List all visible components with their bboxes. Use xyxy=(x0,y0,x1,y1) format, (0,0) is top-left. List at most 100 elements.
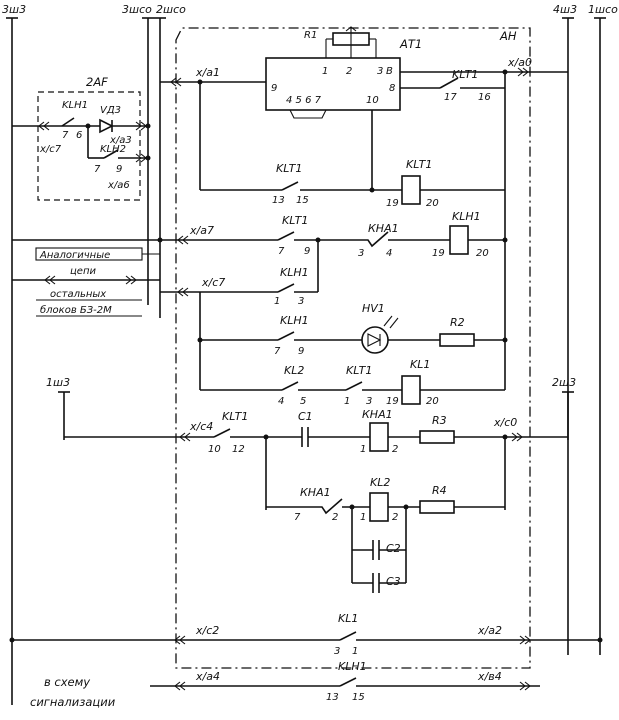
row-a7 xyxy=(12,190,506,390)
term-x-c7: х/с7 xyxy=(201,276,225,289)
analog-text-3: остальных xyxy=(50,289,106,300)
bus-label-1sh3: 1ш3 xyxy=(46,376,70,389)
af-pin9: 9 xyxy=(116,164,122,175)
at1-label: АТ1 xyxy=(399,37,422,51)
hv1-label: HV1 xyxy=(362,302,385,315)
analog-note xyxy=(12,247,160,317)
at1-relay xyxy=(265,26,401,119)
kha1-a-pin1: 3 xyxy=(358,248,364,259)
at1-pin9: 9 xyxy=(271,83,277,94)
row-hv1 xyxy=(200,315,505,354)
bus-label-3shso: 3шсо xyxy=(122,3,152,16)
af-pin7b: 7 xyxy=(94,164,101,175)
at1-pins-4567: 4 5 6 7 xyxy=(286,95,322,106)
c2-label: C2 xyxy=(386,542,401,555)
at1-pin3b: В xyxy=(386,66,393,77)
klt1-coil xyxy=(401,175,421,205)
bus-ticks xyxy=(6,17,606,393)
kl2-coil-pin2: 2 xyxy=(392,512,398,523)
klh1-coil-pin1: 19 xyxy=(432,248,445,259)
klt1-c-pin1: 1 xyxy=(344,396,350,407)
klt1-coil-name: KLT1 xyxy=(406,158,432,171)
top-wiring xyxy=(160,67,568,191)
at1-pin3: 3 xyxy=(377,66,383,77)
c1-label: C1 xyxy=(298,410,313,423)
r2-resistor xyxy=(439,333,475,347)
bus-label-2shso: 2шсо xyxy=(156,3,186,16)
kha1-coil-pin2: 2 xyxy=(392,444,398,455)
bus-label-1shso: 1шсо xyxy=(588,3,618,16)
klh1-b-pin1: 7 xyxy=(274,346,281,357)
kl1-coil-pin1: 19 xyxy=(386,396,399,407)
term-x-a1: х/а1 xyxy=(195,66,220,79)
af-vd3-label: VД3 xyxy=(100,105,121,116)
klh1-a-name: KLH1 xyxy=(280,266,309,279)
klh1-c-pin1: 13 xyxy=(326,692,339,703)
klt1-d-pin1: 10 xyxy=(208,444,221,455)
vd3-diode xyxy=(99,118,114,134)
kl1-coil xyxy=(401,375,421,405)
term-x-a2: х/а2 xyxy=(477,624,502,637)
signal-note-2: сигнализации xyxy=(30,695,116,709)
klh1-coil-name: KLH1 xyxy=(452,210,481,223)
klt1-a-name: KLT1 xyxy=(276,162,302,175)
row-c2 xyxy=(12,631,600,645)
kl1-a-pin1: 3 xyxy=(334,646,340,657)
c3-label: C3 xyxy=(386,575,401,588)
row-kl1 xyxy=(200,375,505,405)
row-c4 xyxy=(64,422,568,510)
klh1-coil-pin2: 20 xyxy=(476,248,489,259)
kl2-a-pin1: 4 xyxy=(278,396,284,407)
klt1-b-name: KLT1 xyxy=(282,214,308,227)
klt1-top-pin2: 16 xyxy=(478,92,491,103)
kha1-coil xyxy=(369,422,389,452)
term-x-b4: х/в4 xyxy=(477,670,502,683)
af-label: 2АF xyxy=(86,75,108,89)
bus-lines xyxy=(11,18,601,705)
af-klh1-label: KLH1 xyxy=(62,100,88,111)
kha1-b-pin2: 2 xyxy=(332,512,338,523)
af-box xyxy=(37,91,141,201)
klt1-coil-pin2: 20 xyxy=(426,198,439,209)
term-x-c2: х/с2 xyxy=(195,624,219,637)
klh1-a-pin2: 3 xyxy=(298,296,304,307)
row-kl2 xyxy=(266,492,505,593)
kha1-a-pin2: 4 xyxy=(386,248,392,259)
r2-label: R2 xyxy=(450,316,465,329)
kl1-coil-pin2: 20 xyxy=(426,396,439,407)
signal-note-1: в схему xyxy=(44,675,90,689)
af-pin6: 6 xyxy=(76,130,82,141)
kl2-a-name: KL2 xyxy=(284,364,304,377)
klt1-coil-pin1: 19 xyxy=(386,198,399,209)
analog-text-4: блоков БЗ-2М xyxy=(40,304,112,316)
bus-label-3sh3: 3ш3 xyxy=(2,3,26,16)
klt1-d-pin2: 12 xyxy=(232,444,245,455)
kha1-b-name: КНА1 xyxy=(300,486,331,499)
at1-pin8: 8 xyxy=(389,83,395,94)
klh1-c-name: KLH1 xyxy=(338,660,367,673)
r1-label: R1 xyxy=(304,30,317,41)
klt1-c-name: KLT1 xyxy=(346,364,372,377)
klt1-c-pin2: 3 xyxy=(366,396,372,407)
klt1-top-pin1: 17 xyxy=(444,92,457,103)
klh1-c-pin2: 15 xyxy=(352,692,365,703)
block-boundary xyxy=(175,27,531,669)
kha1-coil-name: КНА1 xyxy=(362,408,393,421)
r3-label: R3 xyxy=(432,414,447,427)
af-klh2-label: KLH2 xyxy=(100,144,126,155)
junction-dots xyxy=(9,69,603,643)
klh1-coil xyxy=(449,225,469,255)
r3-resistor xyxy=(419,430,455,444)
term-x-a0: х/а0 xyxy=(507,56,532,69)
klt1-b-pin2: 9 xyxy=(304,246,310,257)
kl2-a-pin2: 5 xyxy=(300,396,306,407)
klt1-a-pin1: 13 xyxy=(272,195,285,206)
af-pin7: 7 xyxy=(62,130,69,141)
kl2-coil xyxy=(369,492,389,522)
kha1-b-pin1: 7 xyxy=(294,512,301,523)
klh1-b-name: KLH1 xyxy=(280,314,309,327)
term-x-a7: х/а7 xyxy=(189,224,214,237)
klh1-a-pin1: 1 xyxy=(274,296,280,307)
af-x-a6: х/а6 xyxy=(107,180,130,191)
klt1-b-pin1: 7 xyxy=(278,246,285,257)
